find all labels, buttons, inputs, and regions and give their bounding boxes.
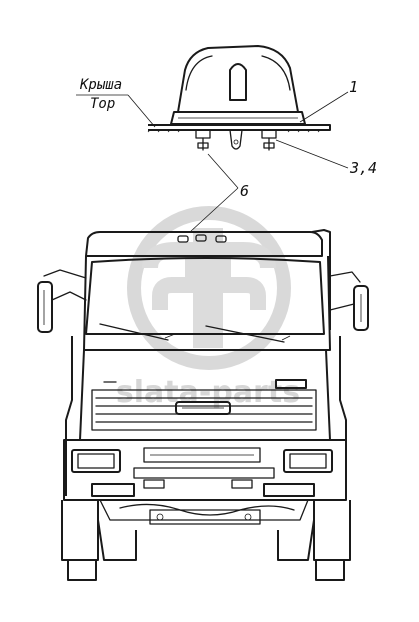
callout-item-1: 1 <box>349 78 358 96</box>
callout-item-3-4: 3,4 <box>349 159 377 177</box>
watermark-logo <box>127 206 291 370</box>
callout-item-6: 6 <box>240 182 249 200</box>
truck-front-view <box>37 229 369 581</box>
roof-lamp-detail <box>147 45 331 151</box>
callout-roof-en: Top <box>90 96 115 112</box>
callout-roof-ru: Крыша <box>79 77 122 93</box>
leader-lines <box>76 91 349 233</box>
watermark-text: slata-parts <box>116 375 300 410</box>
